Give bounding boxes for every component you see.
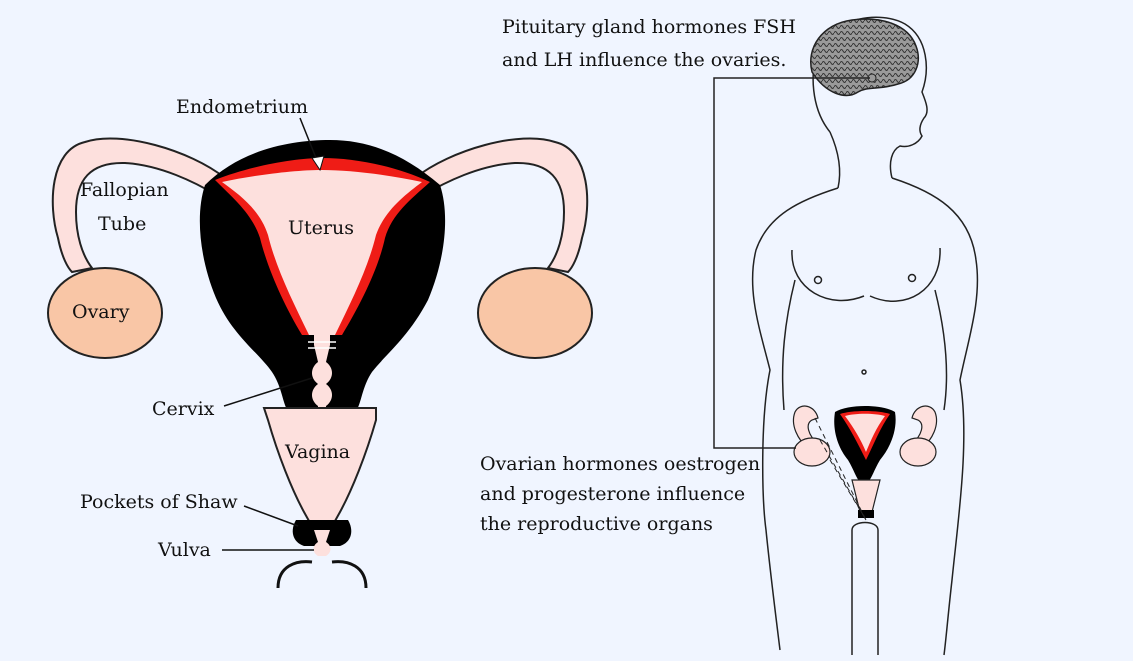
label-vagina: Vagina xyxy=(284,441,350,463)
label-pockets-of-shaw: Pockets of Shaw xyxy=(80,491,238,513)
note-ovarian-line1: Ovarian hormones oestrogen xyxy=(480,453,760,475)
note-pituitary-line2: and LH influence the ovaries. xyxy=(502,49,786,71)
mini-ovary-left xyxy=(794,438,830,466)
note-pituitary-line1: Pituitary gland hormones FSH xyxy=(502,16,796,38)
label-fallopian-line1: Fallopian xyxy=(80,179,169,201)
label-cervix: Cervix xyxy=(152,398,215,420)
note-ovarian-line3: the reproductive organs xyxy=(480,513,713,535)
label-vulva: Vulva xyxy=(157,539,211,561)
note-ovarian-line2: and progesterone influence xyxy=(480,483,745,505)
label-uterus: Uterus xyxy=(288,217,354,239)
label-fallopian-line2: Tube xyxy=(98,213,146,235)
ovary-right xyxy=(478,268,592,358)
mini-ovary-right xyxy=(900,438,936,466)
label-ovary: Ovary xyxy=(72,301,130,323)
label-endometrium: Endometrium xyxy=(176,96,308,118)
